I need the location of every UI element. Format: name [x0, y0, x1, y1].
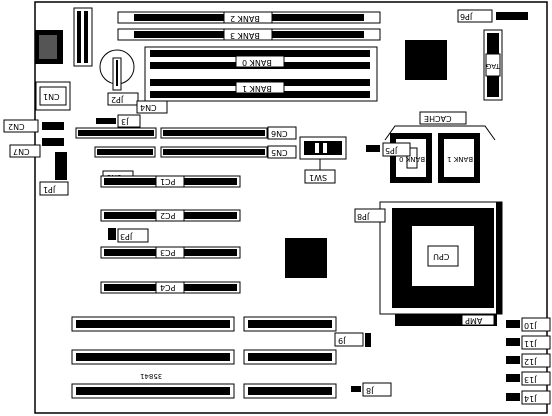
jp1-pins — [55, 152, 67, 180]
cn2-box — [3, 119, 39, 133]
amp-label: AMP — [465, 316, 482, 325]
j12-label: J12 — [524, 357, 538, 366]
cache-bank-1-label: BANK 1 — [447, 155, 473, 163]
j11-label: J11 — [524, 339, 538, 348]
cache-bank-1-socket: BANK 1 — [438, 133, 480, 183]
cn6-header — [160, 127, 268, 139]
j13-label: J13 — [524, 375, 538, 384]
j12-header: J12 — [506, 353, 551, 368]
j9-pins — [365, 333, 371, 347]
cn6-box — [267, 126, 297, 140]
j14-header: J14 — [506, 390, 551, 405]
j3-box — [117, 114, 141, 128]
jp1-label: JP1 — [43, 185, 56, 194]
pc3-slot: PC3 — [100, 246, 241, 259]
cache-bank-0-label: BANK 0 — [399, 155, 425, 163]
j8-label: J8 — [366, 386, 374, 395]
cn7-label: CN7 — [13, 147, 30, 156]
ide-header-bottom — [94, 146, 156, 158]
keyboard-connector-detail — [39, 35, 57, 59]
pc4-label: PC4 — [160, 283, 176, 292]
isa-slot-2 — [71, 349, 337, 365]
cn2-pins — [42, 122, 64, 130]
pc1-label: PC1 — [160, 177, 176, 186]
j11-header: J11 — [506, 335, 551, 350]
jp5-pins — [366, 145, 380, 152]
pc2-label: PC2 — [160, 211, 176, 220]
bank-3-slot: BANK 3 — [117, 28, 381, 41]
isa-slot-3 — [71, 383, 337, 399]
cpu-socket: CPU AMP — [379, 201, 503, 326]
tag-box — [485, 53, 501, 77]
cn6-label: CN6 — [271, 129, 288, 138]
jp6-box — [457, 9, 493, 23]
jp1-box — [39, 181, 69, 196]
board-number: 35841 — [140, 372, 162, 380]
cn5-header — [160, 146, 268, 158]
jp3-pins — [108, 228, 116, 240]
jp2-label: JP2 — [111, 95, 124, 104]
battery — [99, 49, 135, 91]
jp8-box — [354, 208, 386, 223]
jp3-box — [117, 228, 149, 243]
bank-1-label: BANK 1 — [242, 84, 272, 93]
cn7-pins — [42, 138, 64, 146]
cache-bank-0-socket: BANK 0 — [390, 133, 432, 183]
cache-box — [419, 111, 467, 125]
sw1-label: SW1 — [309, 173, 327, 182]
cn5-box — [267, 145, 297, 159]
pc1-slot: PC1 — [100, 175, 241, 188]
pc2-slot: PC2 — [100, 209, 241, 222]
jp2-box — [107, 92, 139, 106]
cn5-label: CN5 — [271, 148, 288, 157]
bank-2-slot: BANK 2 — [117, 11, 381, 24]
jp5-label: JP5 — [385, 146, 398, 155]
cn1-box — [39, 86, 67, 106]
j13-header: J13 — [506, 371, 551, 386]
j9-box — [334, 332, 364, 347]
bios-chip-top — [405, 40, 447, 80]
top-left-header-pins — [77, 11, 88, 63]
cn4-box — [136, 100, 168, 114]
sw1-dip-switch — [299, 136, 347, 160]
bank-0-label: BANK 0 — [242, 58, 272, 67]
tag-label: TAG — [486, 62, 501, 70]
pc4-slot: PC4 — [100, 281, 241, 294]
cache-label: CACHE — [424, 114, 452, 123]
cpu-label: CPU — [433, 252, 449, 261]
top-left-header — [73, 7, 93, 67]
isa-slot-1 — [71, 316, 337, 332]
bank-3-label: BANK 3 — [230, 31, 260, 40]
j3-pins — [96, 118, 116, 124]
bank-2-label: BANK 2 — [230, 14, 260, 23]
j8-pins — [351, 386, 361, 392]
j3-label: J3 — [121, 117, 129, 126]
j10-header: J10 — [506, 317, 551, 332]
cn1-label: CN1 — [43, 92, 60, 101]
cn4-label: CN4 — [140, 103, 157, 112]
j8-box — [362, 382, 392, 397]
jp5-box — [382, 142, 411, 157]
cn2-label: CN2 — [8, 122, 25, 131]
jp3-label: JP3 — [120, 232, 133, 241]
pc3-label: PC3 — [160, 248, 176, 257]
cn7-box — [9, 144, 41, 158]
j10-label: J10 — [524, 321, 538, 330]
chipset — [285, 238, 327, 278]
ide-header-top — [75, 127, 157, 139]
jp6-pins — [496, 12, 528, 20]
jp8-label: JP8 — [357, 212, 370, 221]
j14-label: J14 — [524, 394, 538, 403]
jp6-label: JP6 — [460, 12, 473, 21]
bank-0-slots: BANK 0 BANK 1 — [144, 46, 378, 102]
j9-label: J9 — [338, 336, 346, 345]
